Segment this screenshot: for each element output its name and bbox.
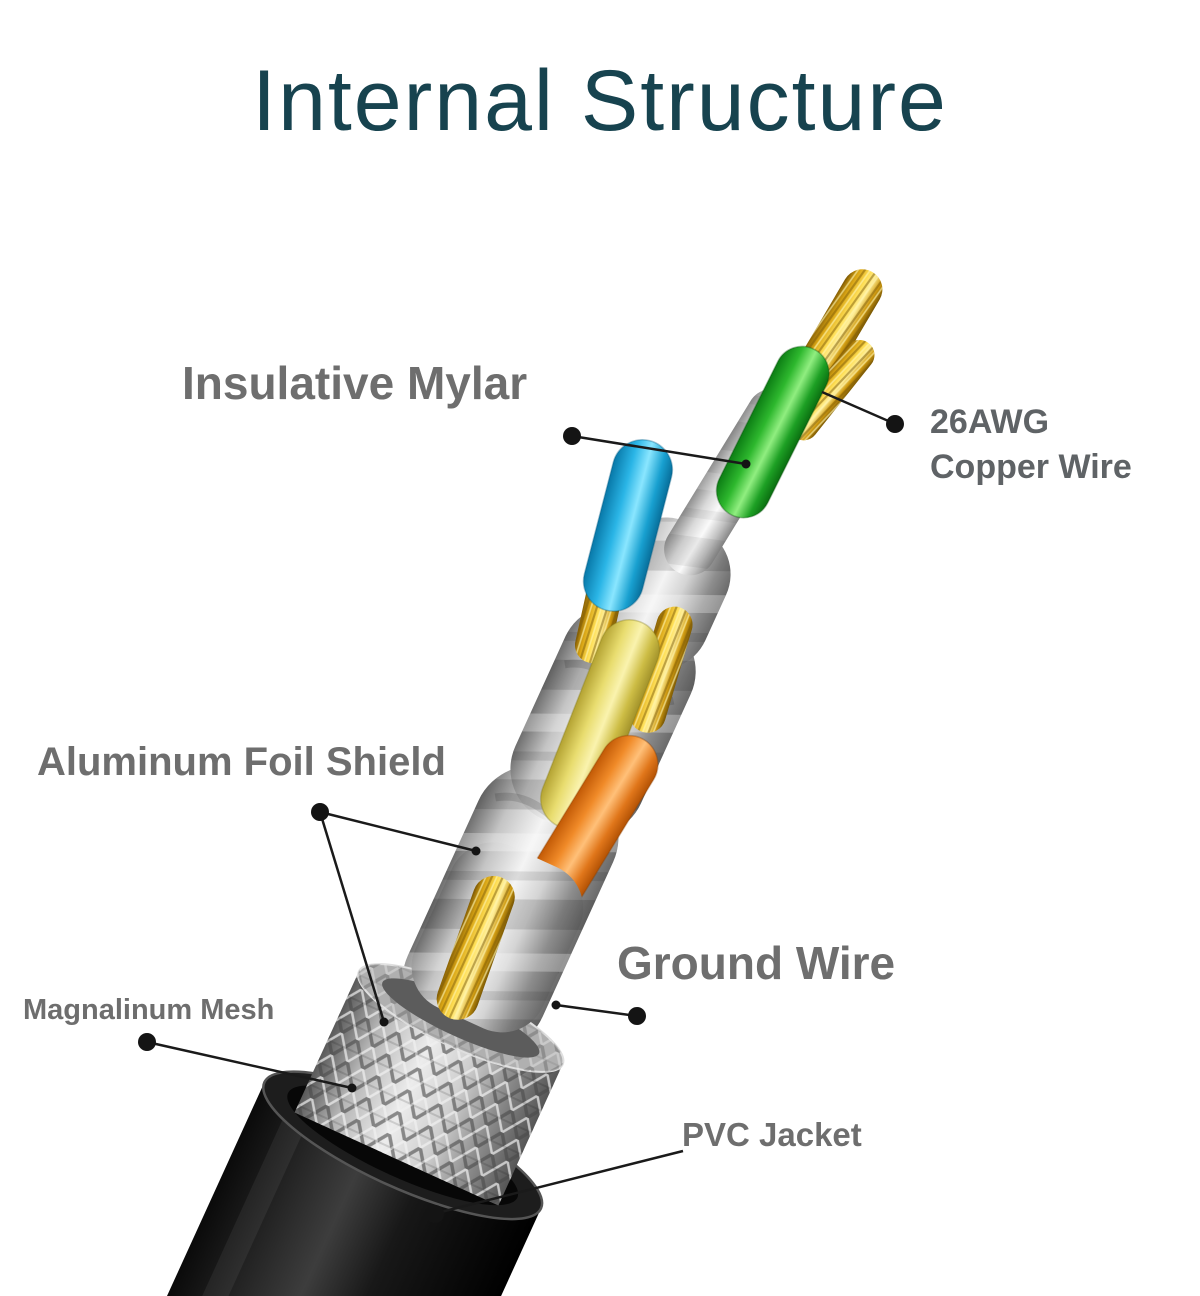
label-magnalinum-mesh: Magnalinum Mesh xyxy=(23,994,275,1026)
blue-wire xyxy=(582,439,674,612)
label-26awg-copper-wire: 26AWG Copper Wire xyxy=(930,400,1132,490)
leader-lines xyxy=(138,390,904,1223)
leader-copper-wire xyxy=(821,390,904,433)
green-wire xyxy=(715,345,830,519)
label-pvc-jacket: PVC Jacket xyxy=(682,1116,862,1153)
label-insulative-mylar: Insulative Mylar xyxy=(182,357,528,409)
label-26awg-line2: Copper Wire xyxy=(930,447,1132,486)
label-26awg-line1: 26AWG xyxy=(930,403,1050,441)
label-aluminum-foil-shield: Aluminum Foil Shield xyxy=(37,740,446,784)
leader-ground-wire xyxy=(551,1000,646,1025)
label-ground-wire: Ground Wire xyxy=(617,937,896,989)
ground-wire-strands xyxy=(436,875,515,1020)
page-title: Internal Structure xyxy=(252,53,948,149)
leader-pvc-jacket xyxy=(426,1149,684,1223)
leader-magnalinum-mesh xyxy=(138,1033,357,1093)
leader-aluminum-foil xyxy=(311,803,481,1027)
leader-insulative-mylar xyxy=(563,427,751,469)
copper-strands-mid-right xyxy=(629,606,693,733)
